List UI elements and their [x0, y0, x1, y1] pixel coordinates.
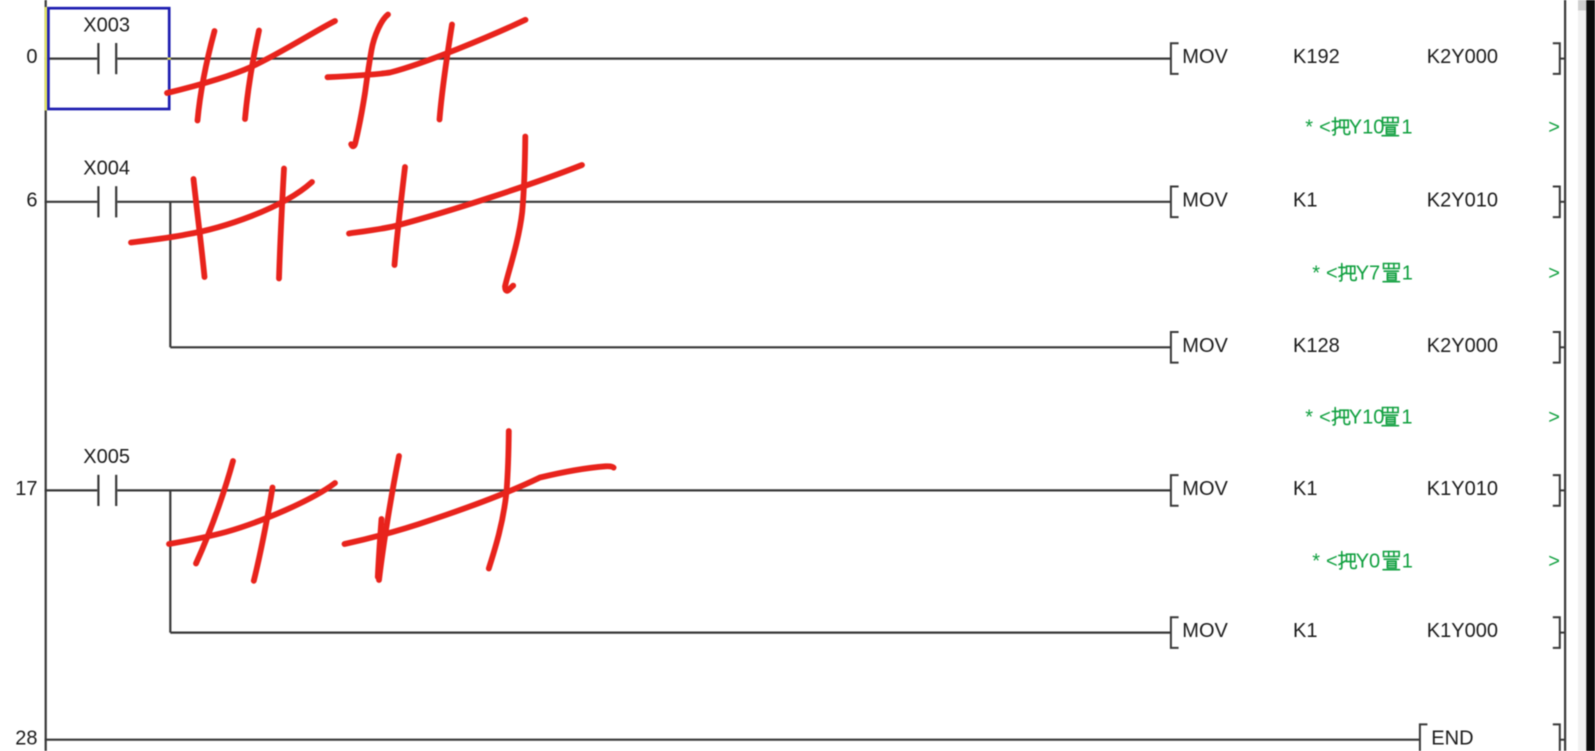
svg-text:Y10: Y10 [1349, 407, 1385, 429]
svg-text:K2Y000: K2Y000 [1427, 335, 1498, 357]
svg-text:6: 6 [26, 189, 37, 211]
svg-text:MOV: MOV [1182, 46, 1228, 68]
svg-text:K1: K1 [1293, 620, 1317, 642]
svg-text:K2Y000: K2Y000 [1427, 46, 1498, 68]
svg-text:>: > [1548, 407, 1560, 429]
svg-text:Y0: Y0 [1356, 551, 1380, 573]
svg-text:K1Y010: K1Y010 [1427, 478, 1498, 500]
svg-text:0: 0 [26, 46, 37, 68]
svg-text:MOV: MOV [1182, 620, 1228, 642]
svg-text:K1: K1 [1293, 478, 1317, 500]
svg-text:MOV: MOV [1182, 189, 1228, 211]
svg-text:K128: K128 [1293, 335, 1340, 357]
svg-text:>: > [1548, 551, 1560, 573]
svg-text:1: 1 [1402, 551, 1413, 573]
svg-text:MOV: MOV [1182, 335, 1228, 357]
svg-text:>: > [1548, 117, 1560, 139]
svg-text:<: < [1319, 407, 1331, 429]
svg-text:K192: K192 [1293, 46, 1340, 68]
svg-text:X003: X003 [83, 14, 130, 36]
svg-text:END: END [1431, 727, 1473, 749]
svg-text:1: 1 [1401, 407, 1412, 429]
svg-text:<: < [1326, 263, 1338, 285]
svg-text:K1Y000: K1Y000 [1427, 620, 1498, 642]
svg-text:Y7: Y7 [1356, 263, 1380, 285]
svg-text:Y10: Y10 [1349, 117, 1385, 139]
svg-text:*: * [1305, 117, 1313, 139]
svg-text:K1: K1 [1293, 189, 1317, 211]
svg-text:MOV: MOV [1182, 478, 1228, 500]
svg-text:X005: X005 [83, 446, 130, 468]
svg-text:1: 1 [1401, 117, 1412, 139]
svg-text:1: 1 [1402, 263, 1413, 285]
svg-text:*: * [1312, 551, 1320, 573]
svg-text:<: < [1319, 117, 1331, 139]
svg-text:X004: X004 [83, 158, 130, 180]
svg-text:28: 28 [15, 727, 37, 749]
svg-text:<: < [1326, 551, 1338, 573]
svg-text:>: > [1548, 263, 1560, 285]
svg-text:17: 17 [15, 478, 37, 500]
svg-text:*: * [1312, 263, 1320, 285]
svg-text:*: * [1305, 407, 1313, 429]
svg-text:K2Y010: K2Y010 [1427, 189, 1498, 211]
